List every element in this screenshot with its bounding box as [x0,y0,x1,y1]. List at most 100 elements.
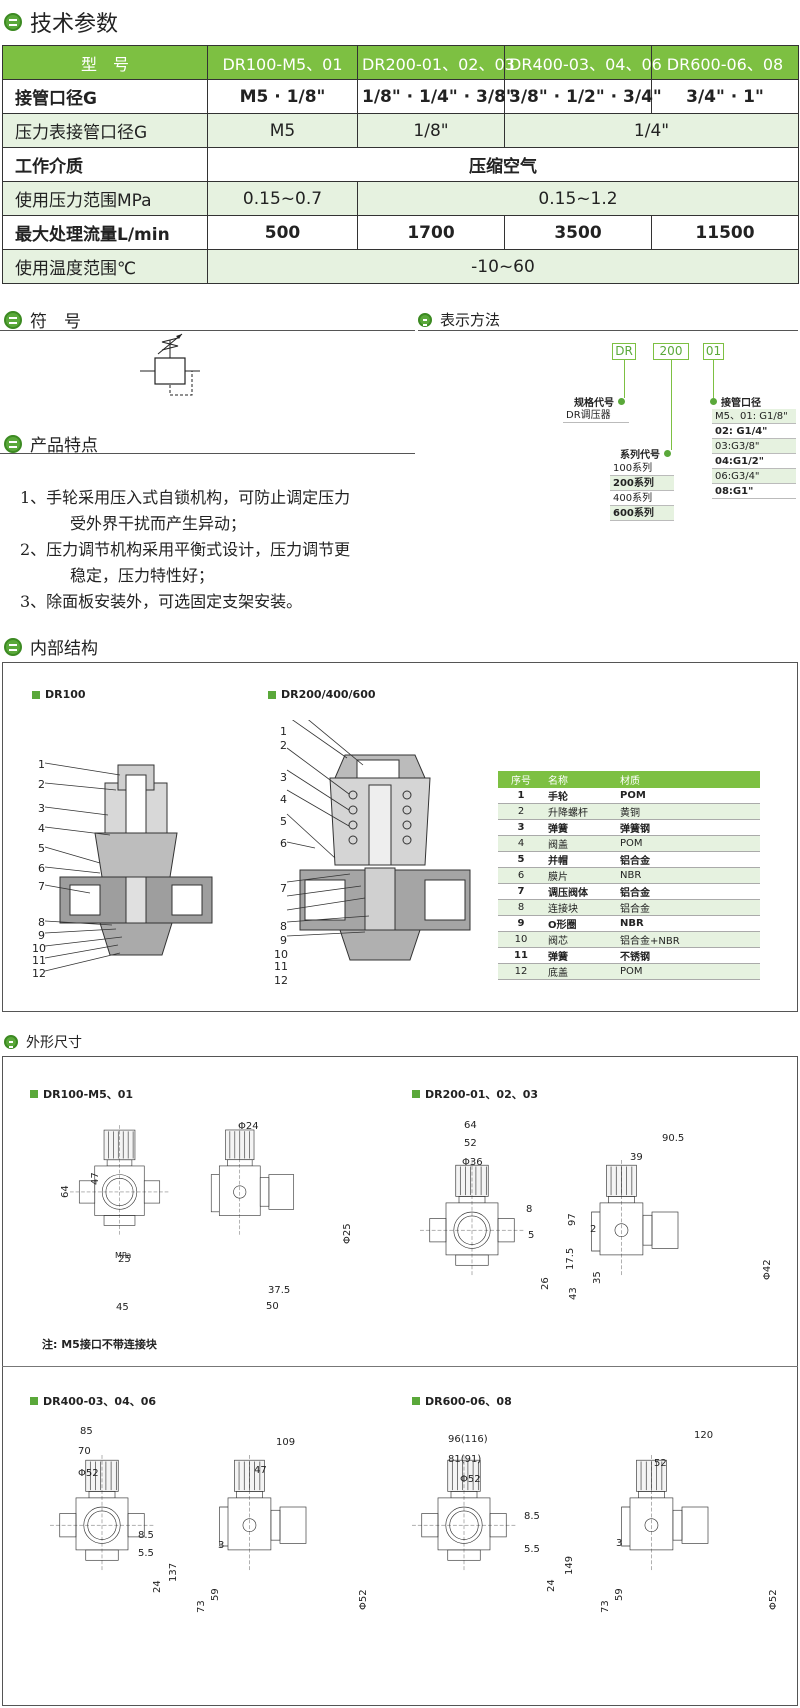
dimension-label: 120 [694,1430,714,1441]
regulator-front-view-drawing [50,1455,154,1572]
dot-icon [710,398,717,405]
features-list: 1、手轮采用压入式自锁机构，可防止调定压力 受外界干扰而产生异动； 2、压力调节… [20,485,350,615]
callout: 5 [38,842,45,855]
table-cell: 8 [498,899,544,917]
dims-dr200-title: DR200-01、02、03 [412,1086,538,1102]
dimension-label: 25 [118,1254,131,1265]
dimension-label: 5.5 [524,1544,540,1555]
section-icon [4,434,22,453]
internal-right-title-text: DR200/400/600 [281,688,376,701]
callout: 4 [38,822,45,835]
callout: 11 [32,954,46,967]
dims-title-text: DR200-01、02、03 [425,1088,539,1101]
connector-line [713,360,714,398]
callout: 10 [274,948,288,961]
section-title: 符 号 [30,312,81,332]
section-icon [4,13,22,31]
spec-header-dr400: DR400-03、04、06 [504,45,662,80]
table-cell: 并帽 [544,851,616,869]
port-label-text: 接管口径 [721,398,761,409]
dimension-label: 17.5 [565,1247,576,1270]
dr200-cross-section-drawing [286,720,471,961]
dimension-label: 73 [196,1600,207,1613]
table-cell: 铝合金 [616,851,760,869]
spec-cell: 1700 [357,215,505,250]
series-label-text: 系列代号 [620,450,660,461]
table-cell: 铝合金 [616,899,760,917]
table-cell: 10 [498,931,544,949]
divider [2,1366,798,1367]
dimension-label: 8.5 [138,1530,154,1541]
dimension-label: 35 [592,1271,603,1284]
dimension-label: Φ36 [462,1157,483,1168]
divider [0,330,415,331]
spec-label: 接管口径G [2,79,208,114]
dimension-label: 97 [567,1213,578,1226]
list-item: 02: G1/4" [712,424,796,439]
list-item: 600系列 [610,506,674,521]
dimensions-panel [2,1056,798,1706]
section-header-dimensions: 外形尺寸 [4,1032,82,1052]
regulator-side-view-drawing [621,1455,709,1572]
dimension-label: 96(116) [448,1434,488,1445]
callout: 6 [280,837,287,850]
internal-left-title: DR100 [32,688,86,701]
square-icon [412,1397,420,1405]
dimension-label: 52 [654,1458,667,1469]
dimension-label: Φ25 [342,1223,353,1244]
spec-cell: M5 [207,113,358,148]
table-cell: 12 [498,963,544,981]
spec-row-pressure: 使用压力范围MPa 0.15~0.7 0.15~1.2 [2,181,799,216]
spec-cell: -10~60 [207,249,799,284]
dims-dr600-title: DR600-06、08 [412,1393,512,1409]
dimension-label: 59 [614,1588,625,1601]
dimension-label: Φ52 [768,1589,779,1610]
dims-title-text: DR600-06、08 [425,1395,512,1408]
section-title: 产品特点 [30,436,98,456]
spec-cell: 11500 [651,215,799,250]
dimension-label: Φ24 [238,1121,259,1132]
dimension-label: 39 [630,1152,643,1163]
callout: 10 [32,942,46,955]
spec-label: 压力表接管口径G [2,113,208,148]
spec-row-port: 接管口径G M5 · 1/8" 1/8" · 1/4" · 3/8" 3/8" … [2,79,799,114]
dimension-label: 137 [168,1562,179,1582]
spec-header-dr200: DR200-01、02、03 [357,45,515,80]
dr100-cross-section-drawing [44,762,213,972]
table-cell: 6 [498,867,544,885]
table-cell: 9 [498,915,544,933]
list-item: 04:G1/2" [712,454,796,469]
series-label: 系列代号 [620,446,671,461]
materials-header: 名称 [544,771,616,788]
callout: 3 [280,771,287,784]
callout: 7 [280,882,287,895]
square-icon [412,1090,420,1098]
section-title: 技术参数 [30,12,119,37]
dimension-label: 5 [528,1230,535,1241]
table-cell: 弹簧 [544,947,616,965]
dot-icon [618,398,625,405]
section-title: 内部结构 [30,639,98,659]
gauge-unit-label: MPa [115,1251,132,1260]
table-cell: 黄铜 [616,803,760,821]
regulator-front-view-drawing [412,1455,516,1572]
dimension-label: 64 [464,1120,477,1131]
callout: 7 [38,880,45,893]
spec-cell: 1/8" [357,113,505,148]
regulator-front-view-drawing [70,1125,169,1237]
list-item: 03:G3/8" [712,439,796,454]
dimension-label: Φ52 [78,1468,99,1479]
section-header-symbol: 符 号 [4,307,81,332]
dimension-label: 37.5 [268,1285,291,1296]
dimension-label: 24 [546,1579,557,1592]
table-cell: 弹簧钢 [616,819,760,837]
callout: 1 [38,758,45,771]
list-item: 200系列 [610,476,674,491]
materials-header: 序号 [498,771,544,788]
callout: 8 [280,920,287,933]
dims-title-text: DR400-03、04、06 [43,1395,157,1408]
